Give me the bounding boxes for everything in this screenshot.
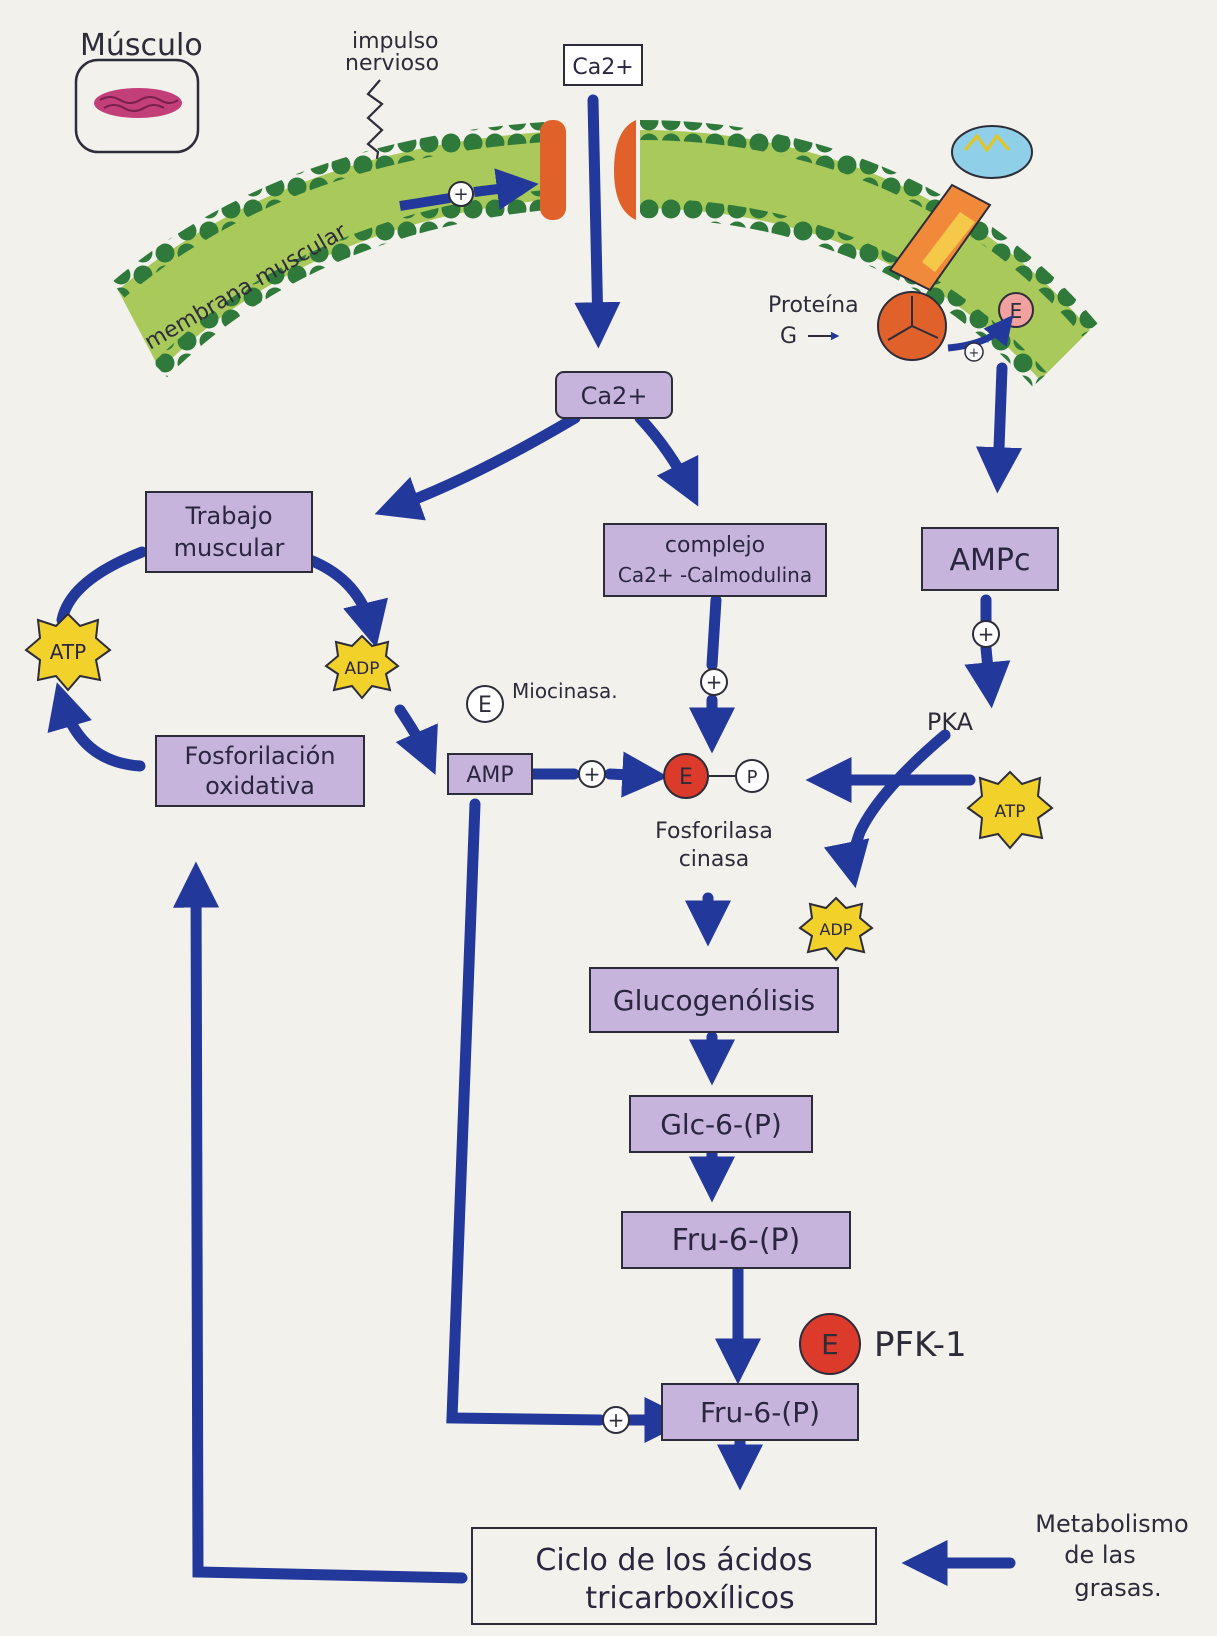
arrows (47, 94, 1023, 1587)
fosforilacion-box (155, 735, 365, 807)
fosforilasa-label-1: Fosforilasa (655, 819, 773, 844)
plus-ampc: + (978, 622, 995, 646)
atp-right-text: ATP (995, 802, 1026, 822)
ciclo-box (471, 1527, 877, 1625)
musculo-label: Músculo (80, 28, 203, 63)
glucogenolisis-text: Glucogenólisis (613, 984, 815, 1017)
adp-top-star (324, 634, 400, 700)
pfk-label: PFK-1 (874, 1325, 967, 1365)
proteina-label-1: Proteína (768, 293, 859, 318)
ampc-text: AMPc (950, 543, 1031, 578)
miocinasa-icon (466, 685, 504, 723)
amp-text: AMP (466, 763, 513, 788)
trabajo-text-1: Trabajo (185, 502, 273, 530)
muscle-tissue-icon (94, 88, 182, 118)
adp-top-text: ADP (345, 659, 380, 679)
calcium-channel-left (540, 120, 566, 220)
metabolismo-label-3: grasas. (1074, 1574, 1161, 1602)
atp-right-star (966, 770, 1054, 850)
glucogenolisis-box (589, 967, 839, 1033)
hormone-icon (951, 125, 1033, 179)
metabolismo-label-1: Metabolismo (1035, 1510, 1188, 1538)
complejo-text-2: Ca2+ -Calmodulina (618, 563, 812, 587)
atp-left-star (24, 612, 112, 692)
ca-top-box (563, 44, 643, 86)
impulso-label-1: impulso (352, 29, 439, 54)
fosforilasa-label-2: cinasa (679, 847, 750, 872)
plus-amp: + (584, 762, 601, 786)
receptor-icon (888, 183, 992, 292)
atp-left-text: ATP (50, 640, 86, 664)
boxes: Ca2+ Ca2+ Trabajo muscular complejo Ca2+… (145, 44, 1059, 1625)
trabajo-text-2: muscular (174, 534, 285, 562)
glc6p-text: Glc-6-(P) (660, 1108, 782, 1141)
adp-bottom-star (798, 896, 874, 962)
enzyme-mark-miocinasa: E (478, 693, 492, 718)
amp-box (447, 753, 533, 795)
ciclo-text-1: Ciclo de los ácidos (535, 1543, 812, 1578)
metabolismo-grasas: Metabolismo de las grasas. (1035, 1510, 1188, 1602)
calcium-channel-right (614, 120, 636, 220)
complejo-box (603, 523, 827, 597)
fosforilacion-text-1: Fosforilación (185, 742, 336, 770)
ca-mid-box (555, 371, 673, 419)
plus-markers: + + + + (578, 620, 1000, 1434)
enzyme-mark-pfk: E (821, 1328, 839, 1361)
muscle-thumbnail: Músculo (74, 28, 203, 154)
enzyme-mark-fosforilasa: E (679, 765, 693, 790)
ca-top-text: Ca2+ (572, 55, 633, 80)
glc6p-box (629, 1095, 813, 1153)
plus-gprotein: + (969, 346, 980, 361)
enzymes: E Miocinasa. E P Fosforilasa cinasa PKA … (466, 679, 974, 1375)
metabolismo-label-2: de las (1064, 1541, 1136, 1569)
fru6p-text: Fru-6-(P) (672, 1223, 801, 1258)
ampc-box (921, 527, 1059, 591)
enzyme-mark-ac: E (1010, 299, 1023, 323)
pfk1-icon (799, 1313, 861, 1375)
impulso-label-2: nervioso (345, 51, 439, 76)
fru16p-text: Fru-6-(P) (700, 1396, 820, 1429)
fosforilacion-text-2: oxidativa (205, 772, 315, 800)
pka-label: PKA (927, 708, 974, 736)
complejo-text-1: complejo (665, 533, 765, 558)
ca-mid-text: Ca2+ (581, 382, 648, 410)
proteina-label-2: G (780, 324, 797, 349)
trabajo-box (145, 491, 313, 573)
fru16p-box (661, 1383, 859, 1441)
miocinasa-label: Miocinasa. (512, 679, 618, 703)
plus-pfk: + (608, 1408, 625, 1432)
adp-bottom-text: ADP (820, 920, 853, 939)
fru6p-box (621, 1211, 851, 1269)
receptor: Proteína G E + (768, 125, 1034, 362)
plus-complejo: + (706, 670, 723, 694)
phosphate-mark: P (747, 767, 758, 788)
plus-membrane: + (453, 184, 468, 205)
energy-stars: ATP ADP ATP ADP (24, 612, 1054, 962)
ciclo-text-2: tricarboxílicos (585, 1581, 794, 1616)
